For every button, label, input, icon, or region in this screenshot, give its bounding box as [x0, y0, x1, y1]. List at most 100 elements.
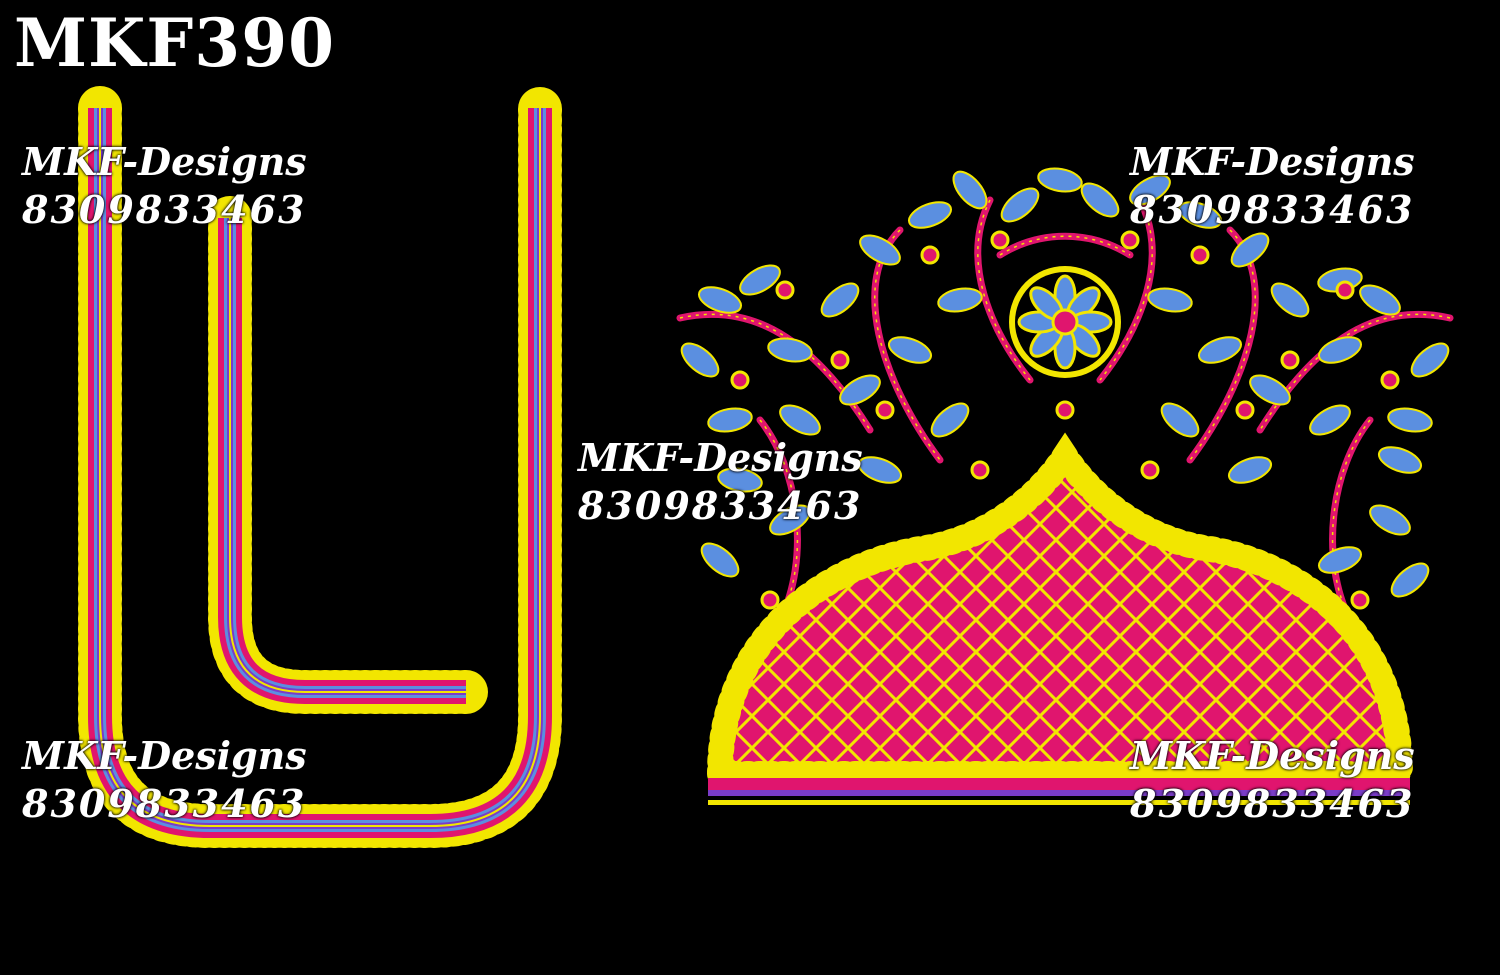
leaf: [1377, 446, 1423, 474]
leaf: [1230, 232, 1270, 268]
vine-stitch: [999, 235, 1131, 256]
berry: [990, 230, 1010, 250]
leaf: [887, 336, 933, 364]
lattice-line: [1274, 462, 1400, 780]
lattice-line: [1306, 462, 1400, 780]
watermark-brand: MKF-Designs: [578, 435, 863, 480]
lattice-line: [720, 462, 838, 780]
leaf: [717, 467, 763, 493]
leaf: [907, 201, 953, 229]
leaf: [1317, 336, 1363, 364]
watermark-phone: 8309833463: [1130, 186, 1415, 232]
berry: [1120, 230, 1140, 250]
inner-neck-border-pink-band: [218, 218, 466, 704]
leaf: [839, 374, 881, 406]
berry: [1190, 245, 1210, 265]
leaf: [857, 456, 903, 484]
dome-fill: [720, 462, 1400, 780]
inner-neck-border-blue-band: [224, 218, 466, 698]
leaf: [1369, 504, 1411, 536]
watermark-brand: MKF-Designs: [1130, 139, 1415, 184]
leaf: [1387, 407, 1433, 433]
base-pink-band: [708, 778, 1410, 790]
leaf: [820, 282, 860, 318]
leaf: [1390, 562, 1430, 598]
berry: [875, 400, 895, 420]
leaf: [1129, 174, 1171, 206]
base-purple-band: [708, 790, 1410, 796]
lattice-line: [720, 462, 998, 780]
lattice-line: [1468, 440, 1500, 800]
leaf: [937, 287, 983, 313]
watermark-phone: 8309833463: [578, 482, 863, 528]
lattice-line: [720, 462, 902, 780]
leaf: [767, 337, 813, 363]
leaf: [1080, 182, 1120, 218]
watermark-brand: MKF-Designs: [1130, 733, 1415, 778]
berry: [1380, 370, 1400, 390]
leaf: [1160, 402, 1200, 438]
vine-leaf-pattern: [676, 167, 1454, 624]
leaf: [697, 286, 743, 314]
center-flower-motif: [1009, 266, 1121, 378]
berry: [970, 460, 990, 480]
inner-neck-border-yellow-dots: [208, 196, 488, 714]
leaf: [1037, 167, 1083, 193]
lattice-line: [1436, 440, 1500, 800]
leaf: [1227, 456, 1273, 484]
leaf: [739, 264, 781, 296]
inner-neck-border-center-line: [229, 218, 466, 693]
vine-stitch: [1099, 199, 1153, 381]
leaf: [1270, 282, 1310, 318]
berry: [775, 280, 795, 300]
berry: [1140, 460, 1160, 480]
vine-stem: [996, 232, 1134, 259]
leaf: [1309, 404, 1351, 436]
leaf: [680, 342, 720, 378]
watermark-phone: 8309833463: [1130, 780, 1415, 826]
leaf: [952, 170, 988, 210]
outer-neck-border-center-line: [99, 108, 541, 827]
lattice-line: [720, 462, 806, 780]
leaf: [700, 542, 740, 578]
vine-stitch: [977, 199, 1031, 381]
leaf: [859, 234, 901, 266]
berry: [920, 245, 940, 265]
leaf: [1249, 374, 1291, 406]
berry: [1280, 350, 1300, 370]
watermark-bottom-left: MKF-Designs 8309833463: [22, 732, 307, 827]
inner-neck-border-yellow-edge: [215, 218, 466, 707]
watermark-brand: MKF-Designs: [22, 733, 307, 778]
leaf: [1410, 342, 1450, 378]
lattice-line: [1404, 440, 1500, 800]
base-top-line: [708, 772, 1410, 777]
watermark-phone: 8309833463: [22, 186, 307, 232]
leaf: [707, 407, 753, 433]
watermark-phone: 8309833463: [22, 780, 307, 826]
leaf: [930, 402, 970, 438]
leaf: [1177, 201, 1223, 229]
watermark-bottom-right: MKF-Designs 8309833463: [1130, 732, 1415, 827]
leaf: [1147, 287, 1193, 313]
watermark-top-right: MKF-Designs 8309833463: [1130, 138, 1415, 233]
design-code: MKF390: [14, 4, 336, 82]
leaf: [1317, 546, 1363, 574]
berry: [1235, 400, 1255, 420]
watermark-center: MKF-Designs 8309833463: [578, 434, 863, 529]
lattice-line: [1018, 462, 1382, 780]
leaf: [1359, 284, 1401, 316]
lattice-line: [720, 462, 870, 780]
berry: [1335, 280, 1355, 300]
leaf: [779, 404, 821, 436]
vine-stitch: [1331, 419, 1371, 621]
lattice-line: [1436, 440, 1500, 800]
neckline-border-pattern: [78, 86, 562, 848]
berry: [830, 350, 850, 370]
watermark-top-left: MKF-Designs 8309833463: [22, 138, 307, 233]
base-yellow-line: [708, 800, 1410, 805]
leaf: [769, 504, 811, 536]
inner-neck-border-purple-line: [227, 218, 466, 695]
lattice-line: [1404, 440, 1500, 800]
